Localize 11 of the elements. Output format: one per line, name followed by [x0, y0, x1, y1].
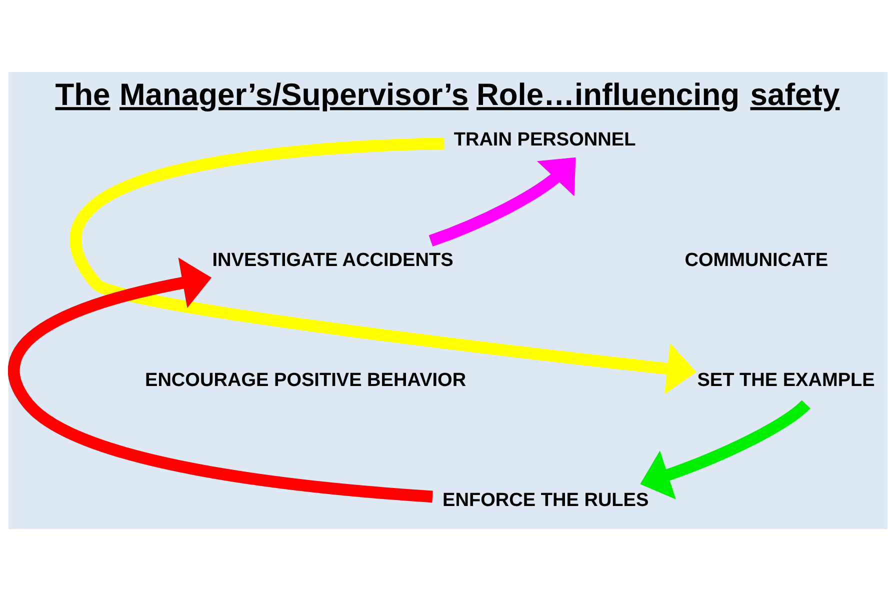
- arrow: [8, 258, 433, 503]
- node-text: ENFORCE THE RULES: [442, 490, 649, 512]
- arrow: [428, 157, 576, 247]
- arrow: [70, 137, 696, 394]
- node-text: TRAIN PERSONNEL: [454, 130, 636, 151]
- node-text: INVESTIGATE ACCIDENTS: [212, 250, 454, 271]
- node-text: ENCOURAGE POSITIVE BEHAVIOR: [145, 370, 466, 391]
- diagram-title: The Manager’s/Supervisor’s Role…influencing safety: [55, 77, 840, 112]
- arrow: [640, 400, 810, 500]
- node-text: COMMUNICATE: [684, 250, 828, 271]
- node-text: SET THE EXAMPLE: [697, 370, 875, 391]
